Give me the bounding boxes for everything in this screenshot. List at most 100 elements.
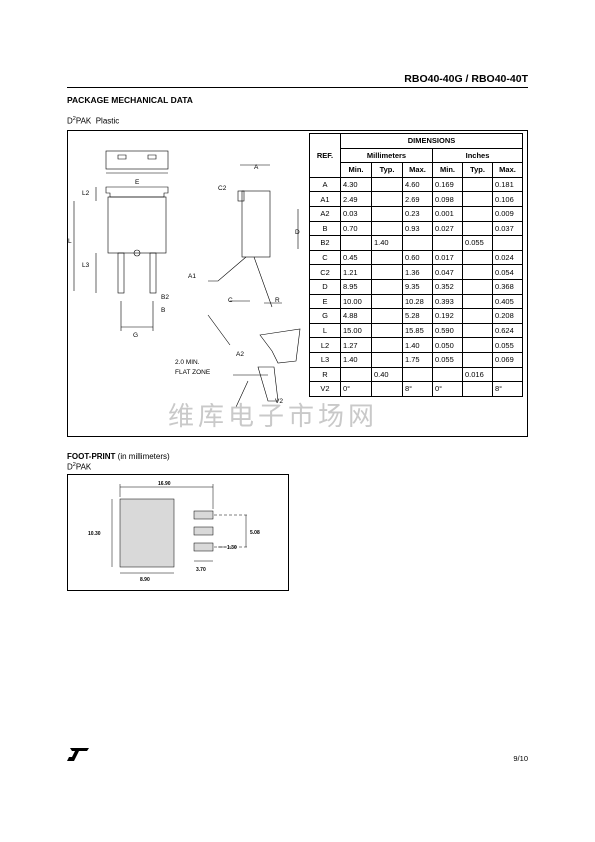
table-cell bbox=[371, 337, 403, 353]
table-cell bbox=[462, 264, 493, 280]
sub-header: Typ. bbox=[371, 162, 403, 178]
label-C: C bbox=[228, 297, 233, 304]
table-cell: 4.88 bbox=[340, 308, 372, 324]
table-cell bbox=[371, 249, 403, 266]
label-L2: L2 bbox=[82, 190, 90, 197]
table-cell: 1.75 bbox=[402, 351, 433, 368]
table-cell bbox=[371, 308, 403, 324]
table-cell: 0.368 bbox=[492, 278, 523, 295]
table-cell bbox=[462, 351, 493, 368]
detail-outline bbox=[259, 328, 301, 364]
table-cell: 0.169 bbox=[432, 176, 463, 193]
footprint-label-1690: 16.90 bbox=[158, 481, 171, 487]
table-cell bbox=[371, 191, 403, 207]
label-flat-zone-2: FLAT ZONE bbox=[175, 369, 211, 376]
footprint-title: FOOT-PRINT (in millimeters) bbox=[67, 452, 170, 461]
footprint-pad-2 bbox=[193, 526, 214, 536]
table-cell bbox=[492, 366, 523, 383]
label-G: G bbox=[133, 332, 138, 339]
mechanical-drawing: E L2 L L3 B2 B G C2 A D A1 C R A2 V2 2.0… bbox=[68, 150, 301, 408]
label-C2: C2 bbox=[218, 185, 227, 192]
table-cell: 0.027 bbox=[432, 220, 463, 237]
row-ref: C bbox=[309, 249, 341, 266]
row-ref: R bbox=[309, 366, 341, 383]
table-cell: 15.85 bbox=[402, 322, 433, 339]
label-flat-zone-1: 2.0 MIN. bbox=[175, 359, 200, 366]
table-cell: 1.36 bbox=[402, 264, 433, 280]
footprint-sub-prefix: D bbox=[67, 462, 73, 472]
table-cell: 2.49 bbox=[340, 191, 372, 207]
table-cell bbox=[340, 366, 372, 383]
table-cell bbox=[432, 235, 463, 251]
row-ref: G bbox=[309, 308, 341, 324]
table-cell: 0.024 bbox=[492, 249, 523, 266]
label-D: D bbox=[295, 229, 300, 236]
footprint-title-bold: FOOT-PRINT bbox=[67, 452, 116, 461]
table-cell: 1.21 bbox=[340, 264, 372, 280]
table-cell bbox=[402, 235, 433, 251]
footprint-sub-suffix: PAK bbox=[75, 462, 92, 472]
table-cell: 0.405 bbox=[492, 293, 523, 310]
label-V2: V2 bbox=[275, 398, 283, 405]
footprint-title-rest: (in millimeters) bbox=[115, 452, 170, 461]
row-ref: A1 bbox=[309, 191, 341, 207]
table-cell: 0.03 bbox=[340, 205, 372, 222]
table-cell: 1.27 bbox=[340, 337, 372, 353]
table-cell bbox=[492, 235, 523, 251]
millimeters-header: Millimeters bbox=[340, 147, 433, 164]
ref-header: REF. bbox=[309, 133, 341, 178]
section-title: PACKAGE MECHANICAL DATA bbox=[67, 95, 193, 105]
footprint-label-370: 3.70 bbox=[196, 567, 206, 573]
table-cell bbox=[462, 191, 493, 207]
table-cell bbox=[462, 278, 493, 295]
table-cell: 0.054 bbox=[492, 264, 523, 280]
table-cell: 8.95 bbox=[340, 278, 372, 295]
side-view-tab bbox=[237, 190, 245, 202]
table-cell: 8° bbox=[402, 381, 433, 397]
footprint-pad-1 bbox=[193, 510, 214, 520]
label-A: A bbox=[254, 164, 259, 171]
table-cell: 0.055 bbox=[492, 337, 523, 353]
table-cell: 0.181 bbox=[492, 176, 523, 193]
lead-left bbox=[117, 252, 125, 294]
table-cell: 0.016 bbox=[462, 366, 493, 383]
sub-header: Min. bbox=[432, 162, 463, 178]
table-cell bbox=[371, 293, 403, 310]
front-view-hole bbox=[133, 249, 141, 257]
footprint-main-pad bbox=[119, 498, 175, 568]
table-cell bbox=[371, 278, 403, 295]
table-cell bbox=[462, 249, 493, 266]
row-ref: E bbox=[309, 293, 341, 310]
table-cell: 0.050 bbox=[432, 337, 463, 353]
table-cell bbox=[462, 293, 493, 310]
package-frame bbox=[67, 130, 528, 437]
table-cell: 0.45 bbox=[340, 249, 372, 266]
table-cell: 0.60 bbox=[402, 249, 433, 266]
sub-header: Typ. bbox=[462, 162, 493, 178]
table-cell: 10.28 bbox=[402, 293, 433, 310]
table-cell: 1.40 bbox=[340, 351, 372, 368]
top-view-slots bbox=[117, 154, 157, 160]
table-cell bbox=[371, 264, 403, 280]
st-logo-icon bbox=[67, 748, 89, 761]
watermark: 维库电子市场网 bbox=[168, 402, 379, 432]
sub-header: Min. bbox=[340, 162, 372, 178]
table-cell bbox=[371, 351, 403, 368]
table-cell: 0.069 bbox=[492, 351, 523, 368]
label-B: B bbox=[161, 307, 165, 314]
table-cell: 0.009 bbox=[492, 205, 523, 222]
table-cell: 0.047 bbox=[432, 264, 463, 280]
table-cell: 0.93 bbox=[402, 220, 433, 237]
table-cell: 0.037 bbox=[492, 220, 523, 237]
table-cell: 0.055 bbox=[432, 351, 463, 368]
table-cell: 0.70 bbox=[340, 220, 372, 237]
